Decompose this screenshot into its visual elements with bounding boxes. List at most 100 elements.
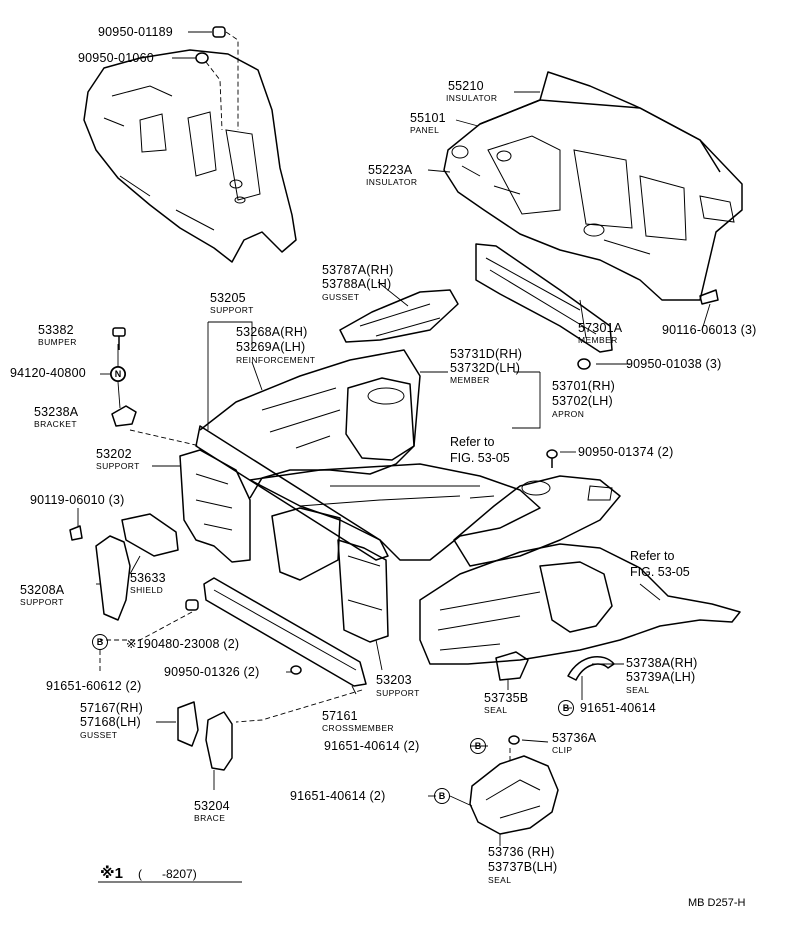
callout-c20: 53633 xyxy=(130,571,166,585)
callout-c17: 53202 xyxy=(96,447,132,461)
clip-53736a xyxy=(508,735,520,745)
callout-c7-name: SUPPORT xyxy=(210,305,254,315)
callout-c34-name: BRACE xyxy=(194,813,226,823)
callout-c9: 53268A(RH) xyxy=(236,325,308,339)
callout-c14-name: MEMBER xyxy=(450,375,490,385)
callout-c5: 55223A xyxy=(368,163,413,177)
callout-c2: 90950-01060 xyxy=(78,51,154,65)
callout-c15: 53238A xyxy=(34,405,79,419)
callout-c3-name: INSULATOR xyxy=(446,93,498,103)
callout-c3: 55210 xyxy=(448,79,484,93)
reference-r1-line1: Refer to xyxy=(450,435,495,449)
bolt-90116-06013 xyxy=(699,289,719,305)
callout-c25: 53203 xyxy=(376,673,412,687)
brace-53204 xyxy=(205,711,233,771)
nut-90950-01038 xyxy=(577,358,591,370)
callout-c16-name: APRON xyxy=(552,409,585,419)
nut-90950-01374 xyxy=(546,449,558,468)
seal-53735b xyxy=(495,651,529,681)
callout-c24: 91651-60612 (2) xyxy=(46,679,142,693)
callout-c12: 94120-40800 xyxy=(10,366,86,380)
callout-c26: 53738A(RH) xyxy=(626,656,698,670)
callout-c33: 91651-40614 (2) xyxy=(290,789,386,803)
bracket-53238a xyxy=(111,405,137,427)
reference-r2-line2: FIG. 53-05 xyxy=(630,565,690,579)
callout-c13: 90950-01038 (3) xyxy=(626,357,722,371)
callout-c21-name: SUPPORT xyxy=(20,597,64,607)
support-53208a xyxy=(95,535,131,621)
marker-b-1: B xyxy=(92,634,108,650)
callout-c4: 55101 xyxy=(410,111,446,125)
dash-silencer-pad xyxy=(83,49,297,263)
callout-c30-name: CROSSMEMBER xyxy=(322,723,394,733)
callout-c8-name: BUMPER xyxy=(38,337,77,347)
marker-b-2: B xyxy=(558,700,574,716)
callout-c6-part2: 53788A(LH) xyxy=(322,277,392,291)
callout-c29-part2: 57168(LH) xyxy=(80,715,141,729)
callout-c10: 57301A xyxy=(578,321,623,335)
callout-c35-part2: 53737B(LH) xyxy=(488,860,558,874)
callout-c16: 53701(RH) xyxy=(552,379,615,393)
bumper-53382 xyxy=(112,327,126,350)
marker-b-4: B xyxy=(434,788,450,804)
callout-c29: 57167(RH) xyxy=(80,701,143,715)
callout-c27-name: SEAL xyxy=(484,705,508,715)
callout-c31-name: CLIP xyxy=(552,745,573,755)
callout-c10-name: MEMBER xyxy=(578,335,618,345)
callout-c17-name: SUPPORT xyxy=(96,461,140,471)
plug-90950-01189 xyxy=(212,26,226,38)
plug-190480-23008 xyxy=(185,599,199,611)
callout-c9-name: REINFORCEMENT xyxy=(236,355,316,365)
callout-c14-part2: 53732D(LH) xyxy=(450,361,521,375)
callout-c9-part2: 53269A(LH) xyxy=(236,340,306,354)
callout-c6-name: GUSSET xyxy=(322,292,360,302)
callout-c8: 53382 xyxy=(38,323,74,337)
reference-r2-line1: Refer to xyxy=(630,549,675,563)
callout-c28: 91651-40614 xyxy=(580,701,656,715)
gusset-57167 xyxy=(177,701,199,747)
front-body-structure xyxy=(179,349,741,665)
callout-c18: 90950-01374 (2) xyxy=(578,445,674,459)
callout-c4-name: PANEL xyxy=(410,125,440,135)
callout-c29-name: GUSSET xyxy=(80,730,118,740)
callout-c7: 53205 xyxy=(210,291,246,305)
gusset-53787a xyxy=(339,289,459,343)
plug-90950-01060 xyxy=(195,52,209,64)
seal-53736 xyxy=(469,755,559,835)
callout-c35-name: SEAL xyxy=(488,875,512,885)
callout-c15-name: BRACKET xyxy=(34,419,77,429)
callout-c30: 57161 xyxy=(322,709,358,723)
marker-n: N xyxy=(110,366,126,382)
leader-lines xyxy=(77,31,711,846)
callout-c23: 90950-01326 (2) xyxy=(164,665,260,679)
shield-53633 xyxy=(121,513,179,557)
callout-c31: 53736A xyxy=(552,731,597,745)
callout-c14: 53731D(RH) xyxy=(450,347,523,361)
callout-c22: ※190480-23008 (2) xyxy=(126,637,240,651)
marker-b-3: B xyxy=(470,738,486,754)
dash-panel xyxy=(443,71,743,301)
callout-c11: 90116-06013 (3) xyxy=(662,323,757,337)
callout-c20-name: SHIELD xyxy=(130,585,164,595)
callout-c5-name: INSULATOR xyxy=(366,177,418,187)
callout-c26-part2: 53739A(LH) xyxy=(626,670,696,684)
callout-c1: 90950-01189 xyxy=(98,25,173,39)
dash-lower-member xyxy=(475,243,613,353)
footnote-range: ( -8207) xyxy=(138,867,197,881)
callout-c25-name: SUPPORT xyxy=(376,688,420,698)
callout-c34: 53204 xyxy=(194,799,230,813)
diagram-code: MB D257-H xyxy=(688,897,746,909)
callout-c6: 53787A(RH) xyxy=(322,263,394,277)
callout-c19: 90119-06010 (3) xyxy=(30,493,125,507)
crossmember-57161 xyxy=(203,577,367,687)
reference-r1-line2: FIG. 53-05 xyxy=(450,451,510,465)
callout-c21: 53208A xyxy=(20,583,65,597)
callout-c26-name: SEAL xyxy=(626,685,650,695)
plug-90950-01326 xyxy=(290,665,302,675)
footnote-mark: ※1 xyxy=(100,865,123,882)
callout-c35: 53736 (RH) xyxy=(488,845,555,859)
callout-c27: 53735B xyxy=(484,691,529,705)
callout-c16-part2: 53702(LH) xyxy=(552,394,613,408)
callout-c32: 91651-40614 (2) xyxy=(324,739,420,753)
